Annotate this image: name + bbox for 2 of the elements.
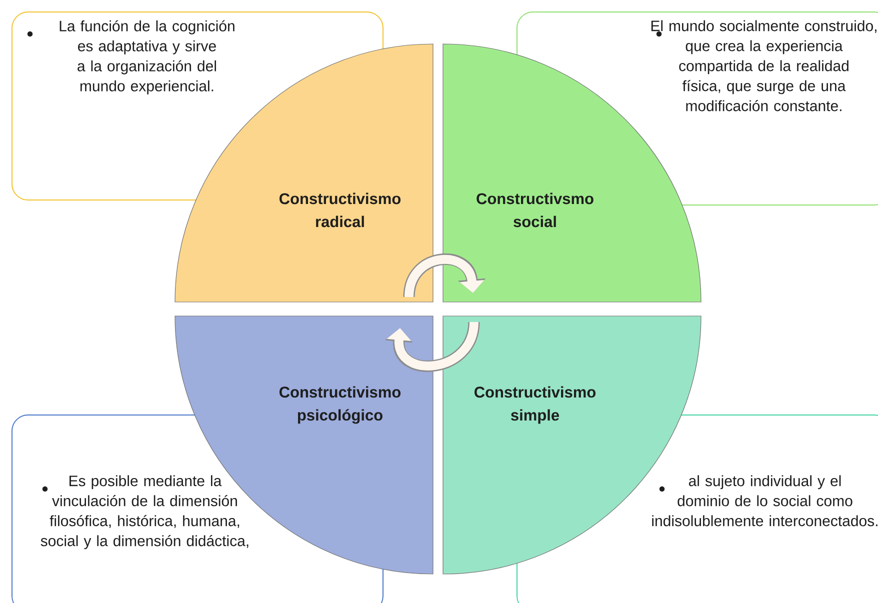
curved-arrow [403, 254, 486, 298]
curved-arrow [384, 321, 480, 372]
